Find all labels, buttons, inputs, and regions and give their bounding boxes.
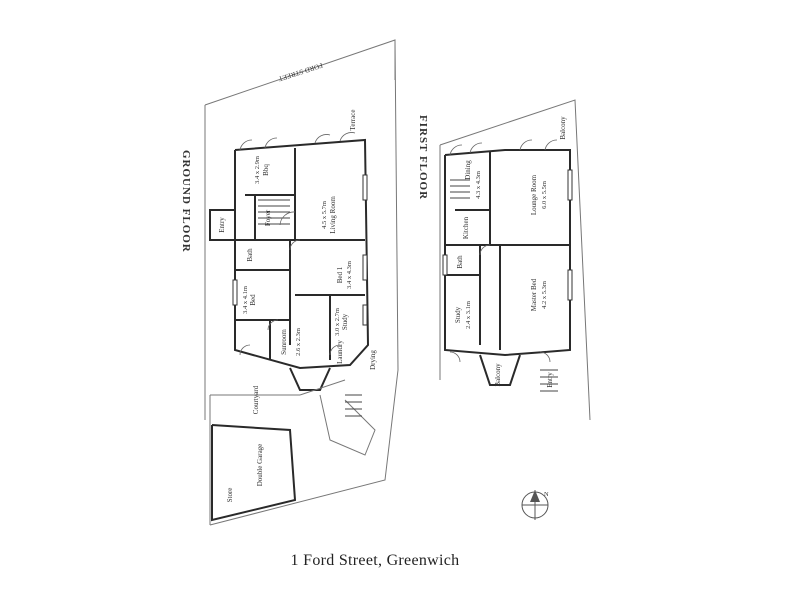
north-arrow-label: N [544, 491, 549, 498]
room-bed1-name: Bed 1 [336, 266, 344, 283]
room-bed1-size: 3.4 x 4.3m [346, 261, 353, 289]
room-bed2-name: Bed [249, 294, 257, 306]
property-caption: 1 Ford Street, Greenwich [0, 552, 800, 570]
first-floor-house [442, 139, 573, 392]
room-garage-name: Double Garage [256, 444, 264, 487]
room-courtyard-name: Courtyard [252, 385, 260, 414]
room-bath-name: Bath [246, 248, 254, 262]
room-foyer-name: Foyer [264, 209, 272, 226]
room-laundry-name: Laundry [336, 340, 344, 364]
room-dining-name: Dining [464, 160, 472, 180]
north-arrow-icon: N [521, 490, 549, 520]
room-ff-study-size: 2.4 x 3.1m [465, 301, 472, 329]
room-dining-size: 4.3 x 4.3m [475, 171, 482, 199]
room-drying-name: Drying [369, 350, 377, 370]
room-store-name: Store [226, 488, 234, 503]
first-floor-boundary [439, 99, 591, 421]
caption-text: 1 Ford Street, Greenwich [290, 552, 460, 569]
room-master-name: Master Bed [530, 278, 538, 311]
room-living-size: 4.5 x 5.7m [321, 201, 328, 229]
site-boundary [204, 39, 399, 526]
room-bbq-name: Bbq [262, 164, 270, 176]
ground-floor-room-labels: Living Room 4.5 x 5.7m Bed 1 3.4 x 4.3m … [218, 110, 377, 415]
room-ff-bath-name: Bath [456, 255, 464, 269]
room-study-name: Study [341, 313, 349, 330]
room-master-size: 4.2 x 5.3m [541, 281, 548, 309]
room-terrace-name: Terrace [349, 110, 357, 131]
room-balcony-top-name: Balcony [559, 116, 567, 140]
room-sunroom-name: Sunroom [280, 329, 288, 355]
room-ff-entry-name: Entry [546, 372, 554, 388]
room-lounge-size: 6.0 x 5.5m [541, 181, 548, 209]
room-living-name: Living Room [329, 196, 337, 234]
first-floor-room-labels: Lounge Room 6.0 x 5.5m Master Bed 4.2 x … [454, 116, 567, 388]
courtyard-area [210, 379, 376, 456]
room-bed2-size: 3.4 x 4.1m [242, 286, 249, 314]
room-entry-name: Entry [218, 217, 226, 233]
first-floor-heading: FIRST FLOOR [417, 115, 429, 200]
room-balcony-bottom-name: Balcony [494, 363, 502, 387]
ground-floor-heading: GROUND FLOOR [180, 150, 192, 253]
garage: Double Garage Store [211, 424, 297, 522]
room-study-size: 3.0 x 2.7m [334, 308, 341, 336]
room-sunroom-size: 2.6 x 2.3m [295, 328, 302, 356]
room-lounge-name: Lounge Room [530, 174, 538, 215]
ground-floor-house [209, 132, 370, 391]
street-label: FORD STREET [277, 61, 324, 83]
room-kitchen-name: Kitchen [462, 216, 470, 239]
room-ff-study-name: Study [454, 306, 462, 323]
room-bbq-size: 3.4 x 2.9m [254, 156, 261, 184]
